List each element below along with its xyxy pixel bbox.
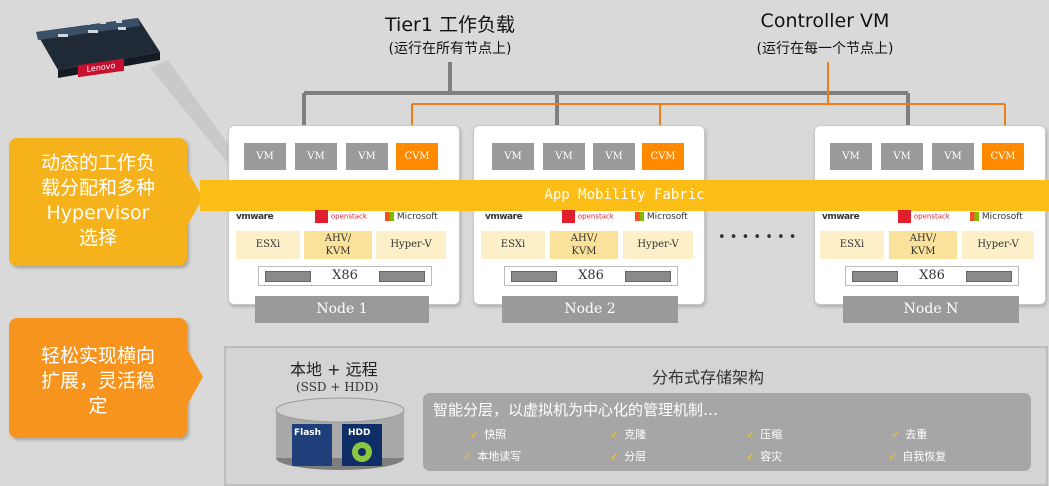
callout-scale-line: 定: [88, 395, 108, 417]
flash-label: Flash: [294, 428, 322, 438]
feature-item: ✓自我恢复: [888, 450, 947, 463]
cvm-box: CVM: [396, 143, 438, 170]
hyperv-box: Hyper-V: [376, 231, 446, 259]
vm-box: VM: [932, 143, 974, 170]
openstack-logo: openstack: [898, 210, 950, 223]
callout-scale: 轻松实现横向 扩展，灵活稳 定: [9, 318, 187, 438]
ahv-label: AHV/: [570, 233, 598, 244]
feature-item: ✓去重: [891, 428, 928, 441]
ahv-kvm-box: AHV/ KVM: [304, 231, 372, 259]
callout-hypervisor-line: Hypervisor: [46, 202, 150, 224]
vmware-logo: vmware: [236, 212, 274, 222]
node-label: Node N: [843, 296, 1019, 323]
hdd-label: HDD: [348, 428, 371, 438]
openstack-logo: openstack: [315, 210, 367, 223]
kvm-label: KVM: [571, 246, 597, 257]
x86-hardware: X86: [504, 266, 678, 286]
openstack-logo: openstack: [562, 210, 614, 223]
cvm-box: CVM: [982, 143, 1024, 170]
callout-scale-arrow: [187, 349, 203, 405]
feature-item: ✓快照: [470, 428, 507, 441]
x86-label: X86: [578, 268, 604, 283]
esxi-box: ESXi: [820, 231, 884, 259]
local-remote-label: 本地 + 远程: [290, 360, 378, 379]
server-image: Lenovo: [28, 10, 168, 80]
feature-item: ✓本地读写: [463, 450, 522, 463]
ahv-label: AHV/: [909, 233, 937, 244]
storage-disk-icon: [275, 397, 405, 470]
cvm-subtitle: (运行在每一个节点上): [756, 41, 894, 57]
callout-hypervisor-arrow: [187, 170, 203, 226]
x86-hardware: X86: [845, 266, 1019, 286]
vm-box: VM: [492, 143, 534, 170]
x86-hardware: X86: [258, 266, 432, 286]
feature-item: ✓压缩: [746, 428, 783, 441]
ahv-kvm-box: AHV/ KVM: [550, 231, 618, 259]
ahv-kvm-box: AHV/ KVM: [889, 231, 957, 259]
vm-box: VM: [593, 143, 635, 170]
kvm-label: KVM: [325, 246, 351, 257]
more-nodes-ellipsis: • • • • • • •: [718, 230, 797, 245]
vm-box: VM: [543, 143, 585, 170]
node-label: Node 2: [502, 296, 678, 323]
esxi-box: ESXi: [481, 231, 545, 259]
microsoft-logo: Microsoft: [385, 212, 438, 222]
openstack-label: openstack: [330, 212, 367, 221]
microsoft-label: Microsoft: [981, 212, 1023, 222]
vmware-logo: vmware: [485, 212, 523, 222]
vm-box: VM: [244, 143, 286, 170]
media-label: (SSD + HDD): [296, 380, 379, 394]
feature-item: ✓容灾: [746, 450, 783, 463]
callout-hypervisor-line: 载分配和多种: [40, 177, 155, 199]
hyperv-box: Hyper-V: [962, 231, 1034, 259]
ahv-label: AHV/: [324, 233, 352, 244]
microsoft-logo: Microsoft: [635, 212, 688, 222]
feature-item: ✓分层: [610, 450, 647, 463]
feature-item: ✓克隆: [610, 428, 647, 441]
node-label: Node 1: [255, 296, 429, 323]
vmware-logo: vmware: [822, 212, 860, 222]
cvm-title: Controller VM: [760, 10, 890, 32]
tier1-subtitle: (运行在所有节点上): [388, 41, 512, 57]
vm-box: VM: [295, 143, 337, 170]
esxi-box: ESXi: [236, 231, 300, 259]
callout-hypervisor: 动态的工作负 载分配和多种 Hypervisor 选择: [9, 138, 187, 266]
vm-box: VM: [881, 143, 923, 170]
storage-title: 分布式存储架构: [652, 368, 765, 387]
microsoft-logo: Microsoft: [970, 212, 1023, 222]
vm-box: VM: [346, 143, 388, 170]
microsoft-label: Microsoft: [396, 212, 438, 222]
app-mobility-fabric: App Mobility Fabric: [200, 180, 1049, 211]
callout-hypervisor-line: 动态的工作负: [40, 152, 155, 174]
callout-hypervisor-line: 选择: [78, 227, 117, 249]
microsoft-label: Microsoft: [646, 212, 688, 222]
openstack-label: openstack: [913, 212, 950, 221]
kvm-label: KVM: [910, 246, 936, 257]
cvm-box: CVM: [642, 143, 684, 170]
vm-box: VM: [830, 143, 872, 170]
callout-scale-line: 轻松实现横向: [40, 345, 155, 367]
tiering-title: 智能分层，以虚拟机为中心化的管理机制…: [433, 401, 719, 419]
tier1-title: Tier1 工作负载: [385, 14, 515, 36]
x86-label: X86: [919, 268, 945, 283]
x86-label: X86: [332, 268, 358, 283]
callout-scale-line: 扩展，灵活稳: [40, 370, 155, 392]
hyperv-box: Hyper-V: [623, 231, 693, 259]
tiering-box: [423, 393, 1031, 471]
openstack-label: openstack: [577, 212, 614, 221]
